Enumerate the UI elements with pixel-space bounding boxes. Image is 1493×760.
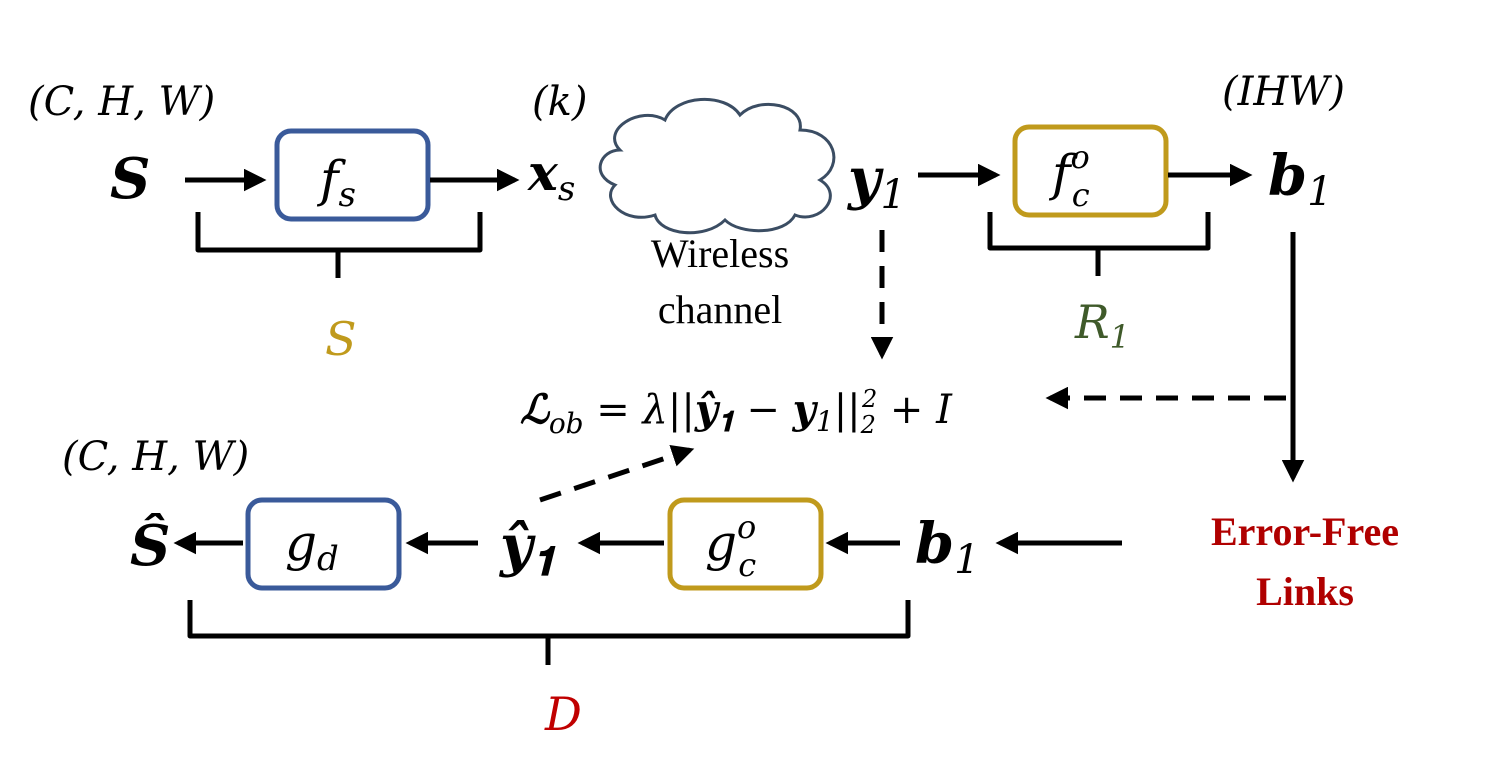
wireless-channel-label-line2: channel bbox=[658, 287, 782, 332]
reconstructed-image-symbol: Ŝ bbox=[130, 513, 170, 579]
compressed-bits-symbol: b1 bbox=[1268, 143, 1333, 215]
source-image-symbol: S bbox=[110, 146, 150, 212]
error-free-links-line1: Error-Free bbox=[1211, 509, 1399, 554]
brace-r1 bbox=[987, 212, 1211, 276]
received-symbol: y1 bbox=[846, 146, 906, 218]
brace-r1-label: R1 bbox=[1074, 295, 1130, 356]
compressor-box bbox=[1012, 124, 1169, 218]
brace-d-label: D bbox=[544, 687, 582, 741]
error-free-links-line2: Links bbox=[1256, 569, 1354, 614]
bits-dims-label: (IHW) bbox=[1222, 69, 1345, 115]
transmitted-symbol: xs bbox=[527, 143, 575, 209]
semantic-decoder-label: gd bbox=[285, 514, 339, 579]
brace-d bbox=[187, 600, 911, 665]
brace-s bbox=[195, 212, 483, 278]
received-bits-symbol: b1 bbox=[915, 511, 980, 583]
brace-s-label: S bbox=[325, 312, 357, 366]
reconstructed-feature-symbol: ŷ𝟏 bbox=[498, 513, 557, 585]
loss-equation: ℒob = λ||ŷ𝟏 − y1||22 + I bbox=[520, 385, 953, 440]
semantic-encoder-box bbox=[274, 128, 431, 222]
channel-dims-label: (k) bbox=[532, 79, 587, 125]
wireless-channel-cloud bbox=[598, 97, 836, 235]
semantic-decoder-box bbox=[245, 497, 402, 591]
wireless-channel-label-line1: Wireless bbox=[651, 231, 789, 276]
dashed-arrow-yhat-to-loss bbox=[539, 445, 695, 503]
decompressor-box bbox=[667, 497, 824, 591]
input-dims-label: (C, H, W) bbox=[28, 79, 215, 125]
output-dims-label: (C, H, W) bbox=[62, 434, 249, 480]
